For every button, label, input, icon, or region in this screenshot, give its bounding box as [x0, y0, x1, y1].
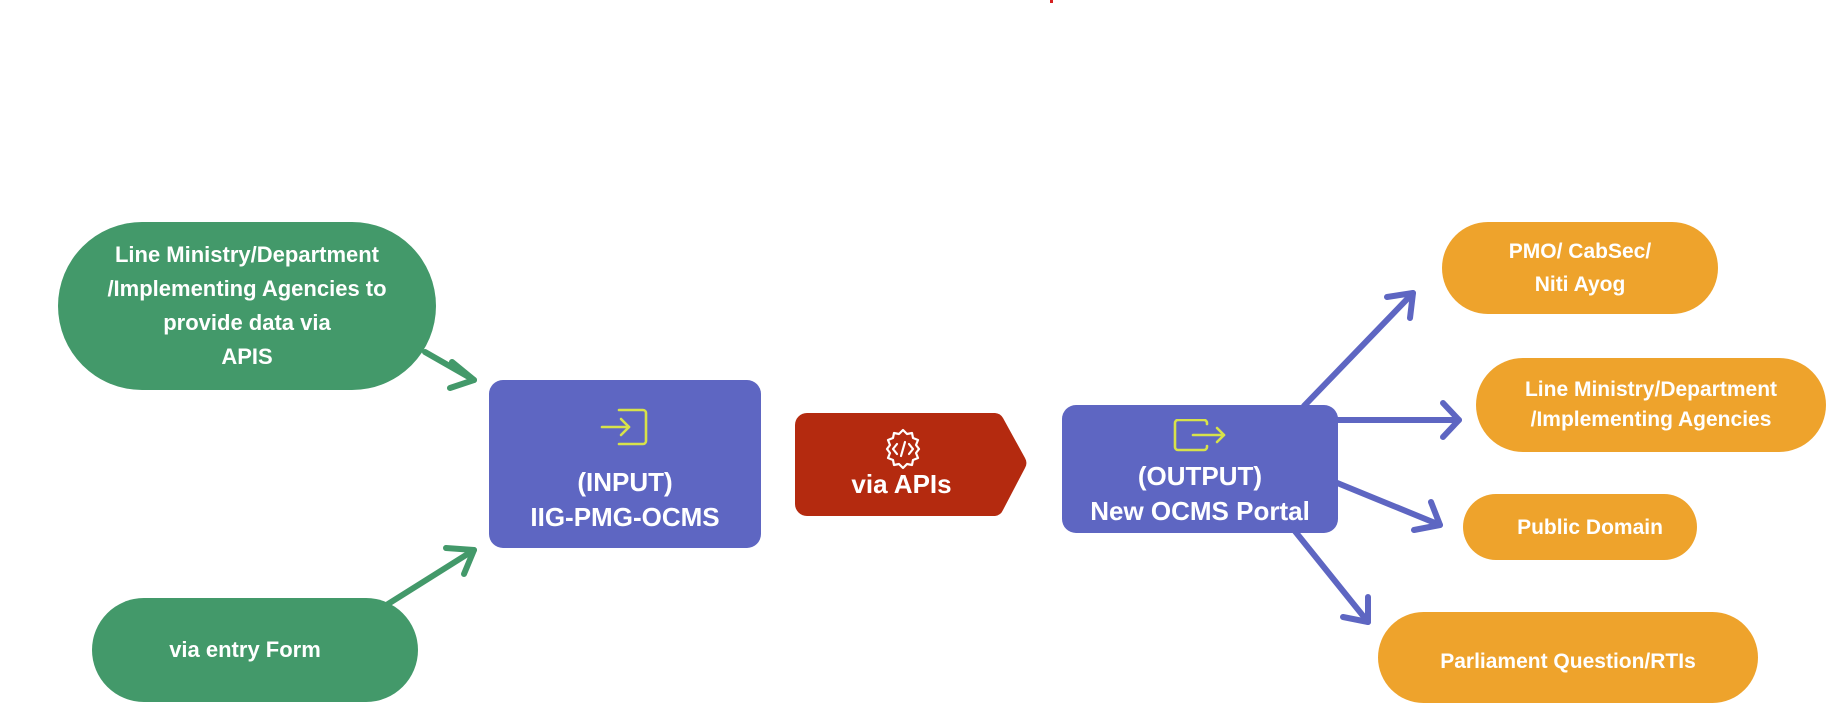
arrow-output-to-public [1327, 477, 1443, 528]
destination-parliament-label: Parliament Question/RTIs [1440, 650, 1696, 673]
red-dot-mark [1050, 0, 1053, 3]
sign-out-icon [1173, 419, 1226, 452]
input-hub-node: (INPUT) IIG-PMG-OCMS [489, 380, 761, 548]
gear-code-icon [885, 428, 921, 470]
output-hub-node: (OUTPUT) New OCMS Portal [1062, 405, 1338, 533]
input-hub-line-1: (INPUT) [577, 467, 673, 497]
sign-in-icon [600, 408, 648, 446]
destination-ministry-line-2: /Implementing Agencies [1530, 408, 1772, 431]
arrow-output-to-parliament [1291, 527, 1371, 625]
api-connector: via APIs [795, 413, 1028, 516]
destination-parliament-node: Parliament Question/RTIs [1378, 612, 1758, 703]
output-hub-line-1: (OUTPUT) [1137, 461, 1263, 491]
input-hub-line-2: IIG-PMG-OCMS [530, 502, 720, 532]
source-apis-line-2: /Implementing Agencies to [107, 276, 387, 301]
arrow-output-to-pmo [1301, 290, 1416, 409]
destination-pmo-node: PMO/ CabSec/ Niti Ayog [1442, 222, 1718, 314]
destination-pmo-line-1: PMO/ CabSec/ [1508, 240, 1652, 263]
connector-label: via APIs [851, 469, 952, 499]
source-apis-node: Line Ministry/Department /Implementing A… [58, 222, 436, 390]
source-form-node: via entry Form [92, 598, 418, 702]
source-apis-line-4: APIS [221, 344, 273, 369]
source-apis-line-3: provide data via [163, 310, 331, 335]
source-form-label: via entry Form [169, 637, 321, 662]
destination-public-node: Public Domain [1463, 494, 1697, 560]
arrow-form-to-input [385, 547, 477, 607]
destination-ministry-node: Line Ministry/Department /Implementing A… [1476, 358, 1826, 452]
source-apis-line-1: Line Ministry/Department [114, 242, 380, 267]
destination-public-label: Public Domain [1517, 515, 1663, 539]
output-hub-line-2: New OCMS Portal [1090, 496, 1310, 526]
destination-pmo-line-2: Niti Ayog [1534, 273, 1626, 296]
destination-ministry-line-1: Line Ministry/Department [1524, 378, 1778, 401]
